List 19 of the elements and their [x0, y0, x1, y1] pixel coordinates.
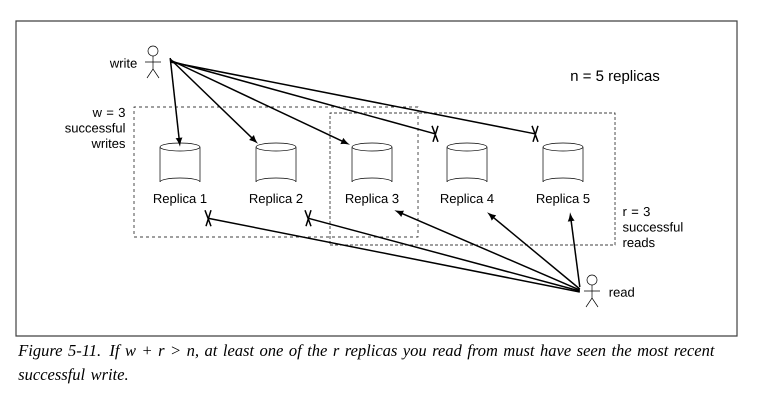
database-cylinder: Replica 3	[346, 142, 399, 206]
person-icon	[584, 274, 600, 308]
database-cylinder: Replica 5	[536, 142, 590, 206]
note-text: n = 5 replicas	[571, 70, 660, 84]
person-icon	[144, 46, 162, 78]
group-label: w = 3 successful writes	[65, 108, 125, 148]
actor-label: write	[110, 58, 137, 68]
database-cylinder: Replica 2	[250, 142, 302, 206]
actor-label: read	[610, 287, 634, 297]
database-cylinder: Replica 4	[440, 142, 494, 206]
arrow	[170, 58, 257, 142]
arrow	[170, 59, 348, 144]
group-label: r = 3 successful reads	[622, 206, 682, 248]
arrow	[488, 213, 580, 290]
arrow	[169, 58, 182, 145]
database-cylinder: Replica 1	[154, 142, 206, 206]
arrow	[568, 214, 581, 288]
arrow	[396, 210, 580, 291]
caption-text: Figure 5-11. If w + r > n, at least one of the r replicas you read from must have seen the most recent successful write.	[18, 344, 715, 384]
